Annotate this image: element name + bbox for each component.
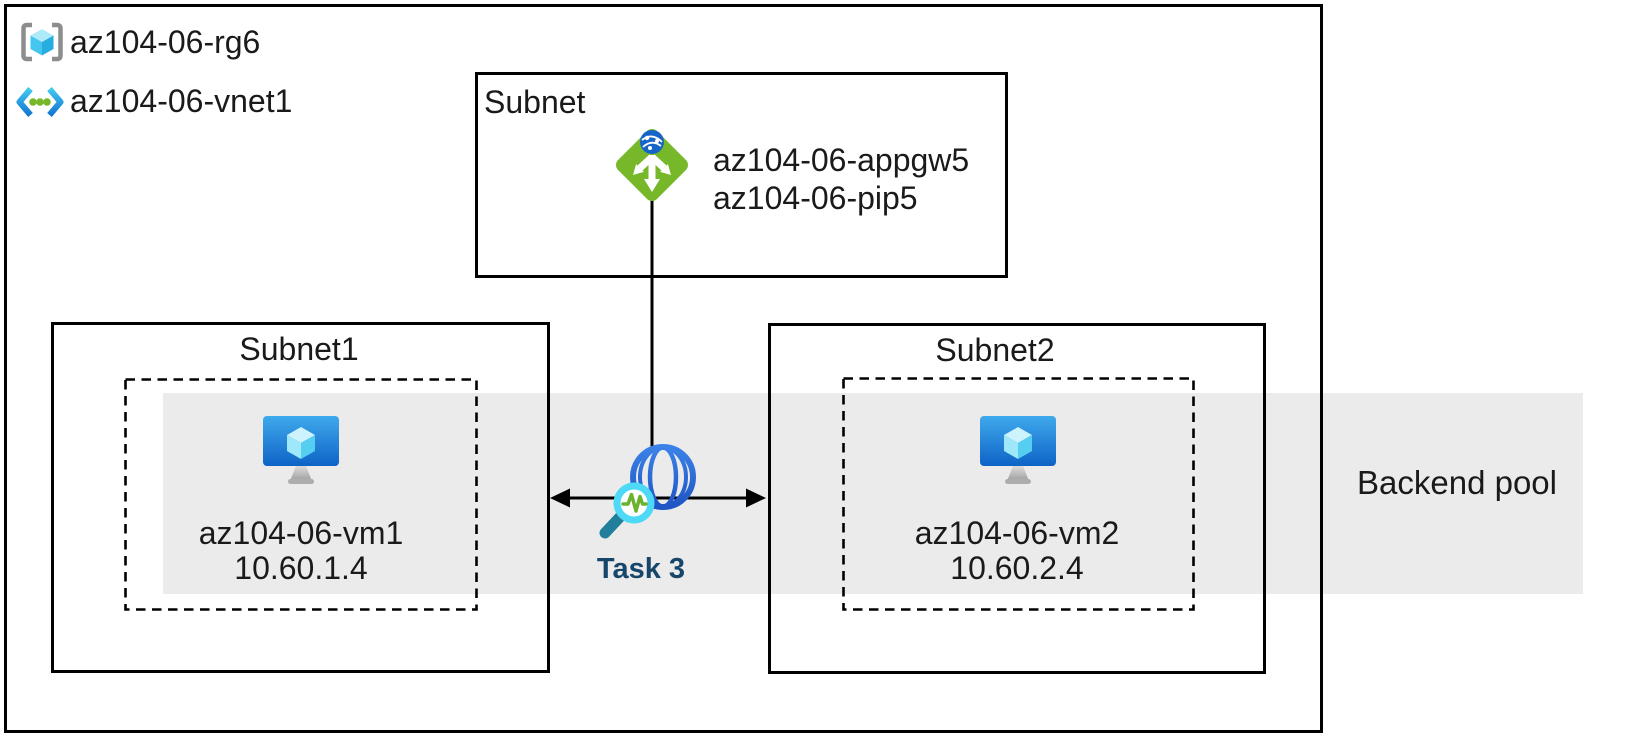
vm2-ip-label: 10.60.2.4 bbox=[950, 550, 1084, 586]
resource-group-label: az104-06-rg6 bbox=[70, 24, 261, 60]
subnet2-box bbox=[768, 323, 1266, 674]
app-gateway-icon bbox=[616, 129, 688, 201]
task-label: Task 3 bbox=[596, 553, 686, 585]
app-gateway-label: az104-06-appgw5 bbox=[713, 142, 970, 178]
app-gateway-labels: az104-06-appgw5 az104-06-pip5 bbox=[713, 141, 969, 217]
public-ip-label: az104-06-pip5 bbox=[713, 180, 918, 216]
globe-icon bbox=[599, 444, 696, 539]
backend-pool-label: Backend pool bbox=[1357, 464, 1557, 501]
resource-group-icon bbox=[21, 22, 63, 62]
vm2-name-label: az104-06-vm2 bbox=[914, 515, 1120, 551]
magnifier-probe-icon bbox=[599, 482, 655, 539]
vnet-boundary-box bbox=[4, 4, 1323, 733]
subnet1-label: Subnet1 bbox=[239, 331, 359, 367]
vnet-icon bbox=[16, 87, 64, 117]
vnet-label: az104-06-vnet1 bbox=[70, 83, 293, 119]
vm-icon bbox=[263, 416, 339, 484]
gateway-subnet-label: Subnet bbox=[484, 84, 586, 120]
subnet1-box bbox=[51, 322, 550, 673]
vm1-ip-label: 10.60.1.4 bbox=[234, 550, 368, 586]
gateway-subnet-box bbox=[475, 72, 1008, 278]
vm-icon bbox=[980, 416, 1056, 484]
vm1-name-label: az104-06-vm1 bbox=[198, 515, 404, 551]
subnet2-label: Subnet2 bbox=[935, 332, 1055, 368]
